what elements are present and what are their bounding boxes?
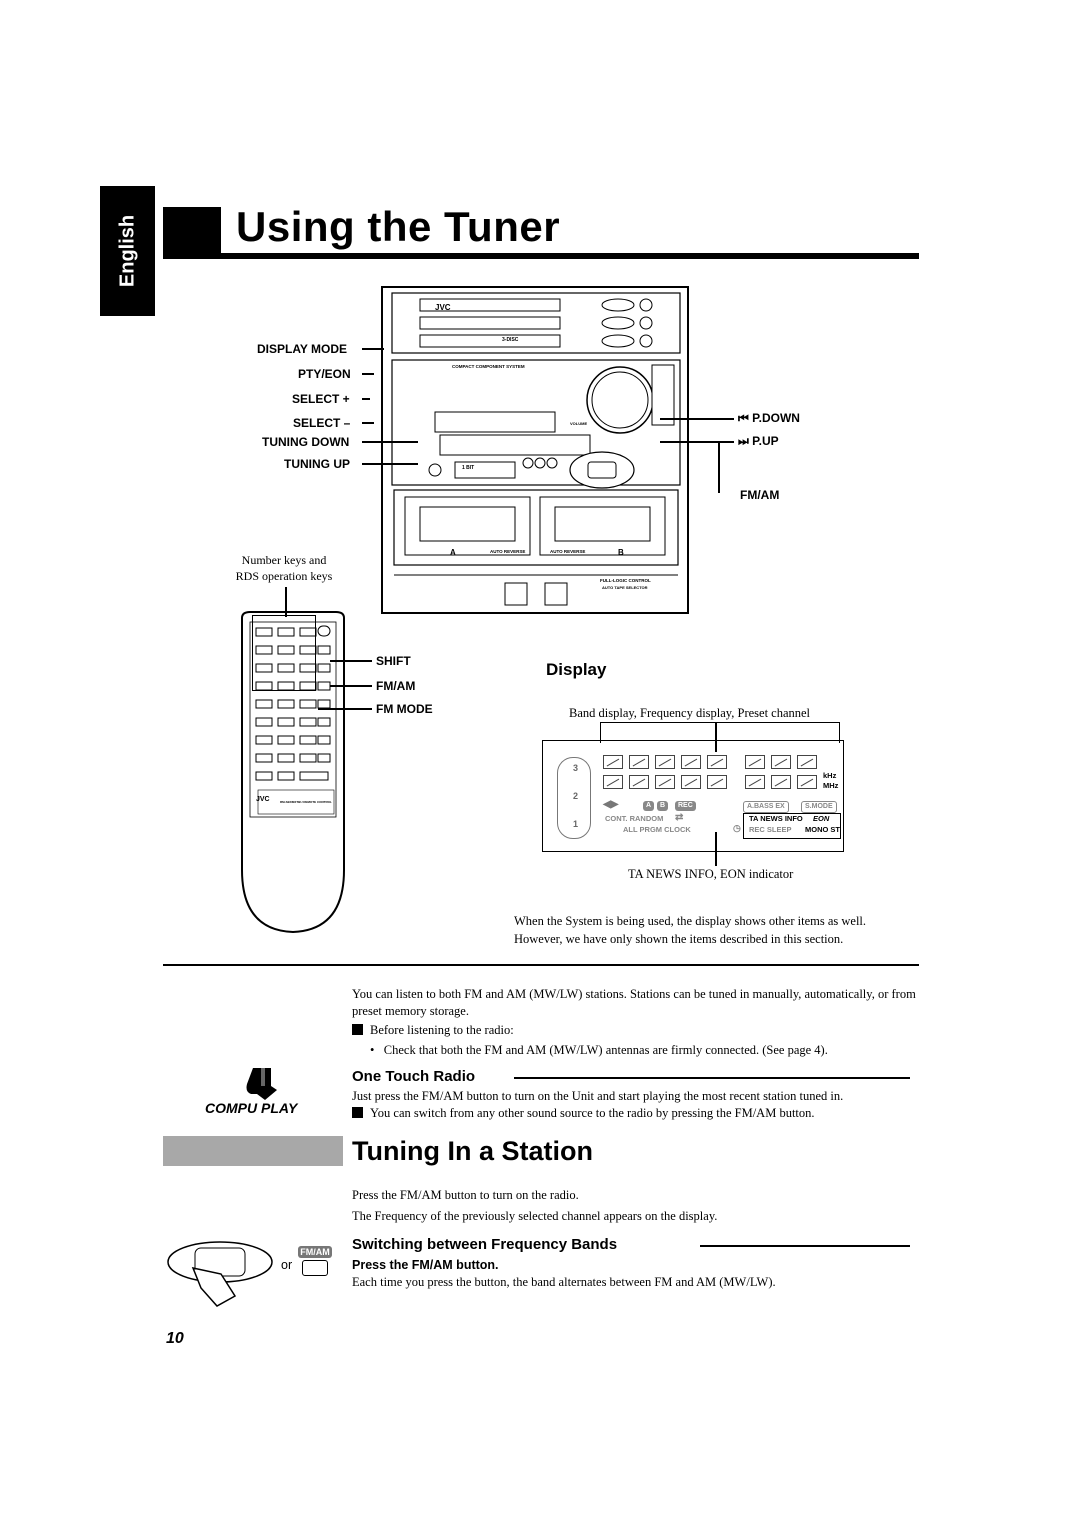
ta-news-info-indicator: TA NEWS INFO (749, 814, 803, 823)
cont-random-indicator: CONT. RANDOM (605, 814, 664, 823)
unit-volume-label: VOLUME (570, 421, 588, 426)
callout-select-minus: SELECT – (293, 416, 351, 430)
unit-1bit-label: 1 BIT (462, 465, 475, 471)
callout-tuning-up: TUNING UP (284, 457, 350, 471)
bullet-square-icon (352, 1024, 363, 1035)
remote-callout-shift: SHIFT (376, 654, 411, 668)
full-logic-label: FULL-LOGIC CONTROL (600, 578, 651, 583)
switching-bands-heading: Switching between Frequency Bands (352, 1236, 618, 1253)
display-caption: Band display, Frequency display, Preset … (569, 706, 811, 720)
remote-caption: Number keys and RDS operation keys (235, 553, 333, 583)
auto-tape-label: AUTO TAPE SELECTOR (602, 585, 648, 590)
unit-ccs-label: COMPACT COMPONENT SYSTEM (452, 364, 525, 369)
section-divider (163, 964, 919, 966)
a-indicator: A (643, 801, 655, 811)
deck-b-label: B (618, 548, 624, 557)
press-instruction: Press the FM/AM button. (352, 1258, 499, 1272)
ta-news-caption: TA NEWS INFO, EON indicator (628, 867, 794, 881)
one-touch-heading: One Touch Radio (352, 1068, 476, 1085)
display-panel: 3 2 1 kHz MHz ◀▶ A B REC A.BASS EX S.MOD… (542, 740, 844, 852)
all-prgm-clock-indicator: ALL PRGM CLOCK (623, 825, 691, 834)
fm-am-button-key[interactable] (302, 1260, 328, 1276)
switching-body: Each time you press the button, the band… (352, 1275, 776, 1289)
display-heading: Display (546, 660, 607, 679)
clock-icon: ◷ (733, 823, 741, 833)
mono-st-indicator: MONO ST (805, 825, 840, 834)
page-title: Using the Tuner (236, 203, 561, 250)
unit-3disc-label: 3-DISC (502, 337, 519, 343)
tuning-body: Press the FM/AM button to turn on the ra… (352, 1188, 718, 1223)
abass-indicator: A.BASS EX (743, 801, 789, 813)
intro-text: You can listen to both FM and AM (MW/LW)… (352, 987, 916, 1057)
tuning-heading-bar (163, 1136, 343, 1166)
page-number: 10 (166, 1330, 184, 1347)
display-note: When the System is being used, the displ… (514, 914, 867, 946)
callout-p-down: ⏮ P.DOWN (738, 411, 800, 425)
deck-a-auto-reverse: AUTO REVERSE (490, 549, 526, 554)
compu-play-text: COMPU PLAY (205, 1100, 298, 1116)
b-indicator: B (657, 801, 669, 811)
callout-select-plus: SELECT + (292, 392, 350, 406)
rec-sleep-indicator: REC SLEEP (749, 825, 792, 834)
remote-callout-fm-mode: FM MODE (376, 702, 433, 716)
one-touch-body: Just press the FM/AM button to turn on t… (352, 1089, 844, 1120)
compu-play-logo: COMPU PLAY (205, 1066, 315, 1118)
stereo-unit-illustration: JVC COMPACT COMPONENT SYSTEM 3-DISC VOLU… (380, 285, 692, 615)
unit-brand: JVC (435, 303, 451, 312)
repeat-icon: ⇄ (675, 812, 684, 823)
fm-am-button[interactable]: FM/AM (298, 1246, 332, 1276)
disc-2-indicator: 2 (573, 791, 579, 801)
remote-brand: JVC (256, 796, 270, 803)
eon-indicator: EON (813, 814, 830, 823)
skip-back-icon: ⏮ (738, 411, 749, 425)
tuning-heading: Tuning In a Station (352, 1136, 593, 1166)
khz-indicator: kHz (823, 771, 837, 780)
smode-indicator: S.MODE (801, 801, 837, 813)
title-block-decoration (163, 207, 221, 255)
rec-indicator: REC (675, 801, 696, 811)
deck-a-label: A (450, 548, 456, 557)
callout-fm-am: FM/AM (740, 488, 780, 502)
or-label: or (281, 1258, 293, 1272)
fm-am-button-illustration (165, 1238, 275, 1308)
remote-callout-fm-am: FM/AM (376, 679, 416, 693)
language-tab: English (100, 186, 155, 316)
title-rule (163, 253, 919, 259)
play-arrows-icon: ◀▶ (603, 799, 619, 810)
mhz-indicator: MHz (823, 781, 839, 790)
callout-p-up: ⏭ P.UP (738, 434, 779, 448)
remote-model: RM-SEDMXTBU REMOTE CONTROL (280, 800, 332, 804)
skip-forward-icon: ⏭ (738, 434, 749, 448)
remote-control-illustration: JVC RM-SEDMXTBU REMOTE CONTROL (238, 610, 348, 935)
deck-b-auto-reverse: AUTO REVERSE (550, 549, 586, 554)
callout-pty-eon: PTY/EON (298, 367, 351, 381)
callout-tuning-down: TUNING DOWN (262, 435, 350, 449)
bullet-square-icon (352, 1107, 363, 1118)
callout-display-mode: DISPLAY MODE (257, 342, 348, 356)
